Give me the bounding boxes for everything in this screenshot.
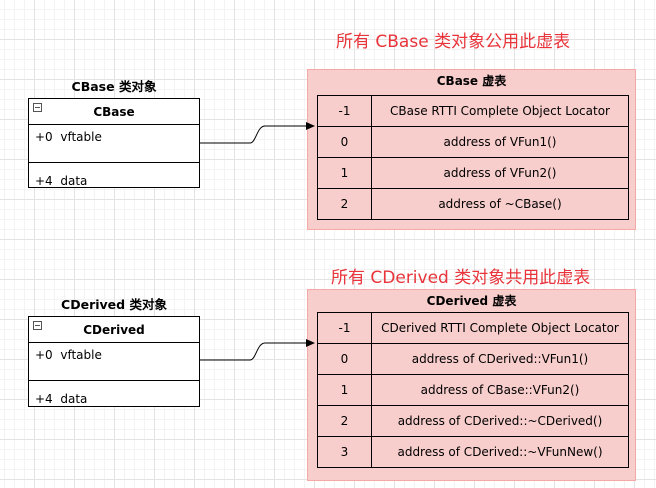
- cbase-field-data[interactable]: +4 data: [29, 163, 199, 201]
- field-offset: +0: [35, 130, 53, 144]
- vtable-row-text: address of CDerived::~CDerived(): [371, 405, 629, 437]
- cderived-object-title: CDerived 类对象: [61, 297, 167, 312]
- vtable-row[interactable]: -1 CDerived RTTI Complete Object Locator: [317, 312, 629, 344]
- field-name: data: [60, 174, 88, 188]
- cbase-class-box[interactable]: CBase +0 vftable +4 data: [28, 98, 200, 188]
- cbase-vtable-caption: 所有 CBase 类对象公用此虚表: [336, 32, 571, 52]
- vtable-row-text: address of CDerived::~VFunNew(): [371, 436, 629, 468]
- vtable-row-index: -1: [317, 312, 372, 344]
- cderived-field-vftable[interactable]: +0 vftable: [29, 343, 199, 381]
- cderived-vtable[interactable]: CDerived 虚表 -1 CDerived RTTI Complete Ob…: [307, 289, 636, 481]
- cderived-vtable-caption: 所有 CDerived 类对象共用此虚表: [331, 268, 591, 288]
- cbase-class-header: CBase: [29, 99, 199, 125]
- cderived-vtable-title: CDerived 虚表: [426, 294, 517, 308]
- cbase-vtable-table: -1 CBase RTTI Complete Object Locator 0 …: [317, 95, 629, 220]
- cderived-vftable-arrow: [200, 339, 315, 361]
- vtable-row-index: 0: [317, 126, 372, 158]
- field-name: vftable: [60, 130, 102, 144]
- vtable-row-text: address of VFun2(): [371, 157, 629, 189]
- collapse-minus-icon[interactable]: [33, 103, 42, 112]
- vtable-row[interactable]: 2 address of CDerived::~CDerived(): [317, 405, 629, 437]
- cderived-class-header: CDerived: [29, 317, 199, 343]
- vtable-row-index: -1: [317, 95, 372, 127]
- field-offset: +4: [35, 174, 53, 188]
- vtable-row-index: 2: [317, 188, 372, 220]
- field-name: vftable: [60, 348, 102, 362]
- vtable-row-index: 3: [317, 436, 372, 468]
- cbase-vtable[interactable]: CBase 虚表 -1 CBase RTTI Complete Object L…: [307, 69, 636, 230]
- field-offset: +4: [35, 392, 53, 406]
- vtable-row-index: 1: [317, 374, 372, 406]
- collapse-minus-icon[interactable]: [33, 321, 42, 330]
- vtable-row-text: address of ~CBase(): [371, 188, 629, 220]
- field-offset: +0: [35, 348, 53, 362]
- cderived-vtable-table: -1 CDerived RTTI Complete Object Locator…: [317, 312, 629, 468]
- field-name: data: [60, 392, 88, 406]
- cbase-vtable-title: CBase 虚表: [436, 74, 507, 88]
- cderived-field-data[interactable]: +4 data: [29, 381, 199, 419]
- cderived-class-box[interactable]: CDerived +0 vftable +4 data: [28, 316, 200, 407]
- vtable-row[interactable]: 1 address of CBase::VFun2(): [317, 374, 629, 406]
- cderived-class-name: CDerived: [83, 323, 145, 337]
- cbase-object-title: CBase 类对象: [71, 79, 157, 94]
- vtable-row-text: address of CBase::VFun2(): [371, 374, 629, 406]
- vtable-row[interactable]: 2 address of ~CBase(): [317, 188, 629, 220]
- cbase-class-name: CBase: [93, 105, 135, 119]
- cbase-vftable-arrow: [200, 122, 315, 144]
- cbase-field-vftable[interactable]: +0 vftable: [29, 125, 199, 163]
- vtable-row[interactable]: 3 address of CDerived::~VFunNew(): [317, 436, 629, 468]
